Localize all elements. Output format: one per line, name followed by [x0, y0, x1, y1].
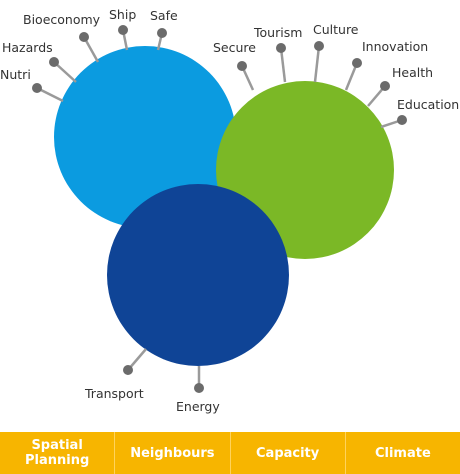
pin-culture[interactable]: Culture — [313, 22, 359, 83]
pin-ship[interactable]: Ship — [109, 7, 136, 51]
pin-safe[interactable]: Safe — [150, 8, 178, 51]
tab-climate[interactable]: Climate — [344, 432, 460, 474]
tab-neighbours[interactable]: Neighbours — [114, 432, 229, 474]
tab-capacity-label: Capacity — [256, 445, 320, 461]
label-energy: Energy — [176, 399, 220, 414]
label-nutri: Nutri — [0, 67, 31, 82]
label-transport: Transport — [84, 386, 144, 401]
topic-diagram: Nutri Hazards Bioeconomy Ship Safe Secur… — [0, 7, 459, 414]
dark-blue-circle — [107, 184, 289, 366]
label-safe: Safe — [150, 8, 178, 23]
pin-tourism[interactable]: Tourism — [253, 25, 302, 83]
label-health: Health — [392, 65, 433, 80]
label-hazards: Hazards — [2, 40, 53, 55]
label-culture: Culture — [313, 22, 359, 37]
light-blue-circle — [54, 46, 236, 228]
pin-energy[interactable]: Energy — [176, 366, 220, 414]
pin-nutri[interactable]: Nutri — [0, 67, 64, 103]
label-bioeconomy: Bioeconomy — [23, 12, 101, 27]
tab-climate-label: Climate — [374, 445, 431, 461]
tab-neighbours-label: Neighbours — [130, 445, 215, 461]
label-tourism: Tourism — [253, 25, 302, 40]
label-ship: Ship — [109, 7, 136, 22]
tab-capacity[interactable]: Capacity — [229, 432, 345, 474]
pin-hazards[interactable]: Hazards — [2, 40, 77, 83]
pin-transport[interactable]: Transport — [84, 348, 147, 401]
pin-education[interactable]: Education — [380, 97, 459, 129]
pin-secure[interactable]: Secure — [213, 40, 256, 91]
pin-innovation[interactable]: Innovation — [344, 39, 428, 91]
label-innovation: Innovation — [362, 39, 428, 54]
label-secure: Secure — [213, 40, 256, 55]
pin-health[interactable]: Health — [367, 65, 433, 107]
label-education: Education — [397, 97, 459, 112]
pin-bioeconomy[interactable]: Bioeconomy — [23, 12, 101, 63]
